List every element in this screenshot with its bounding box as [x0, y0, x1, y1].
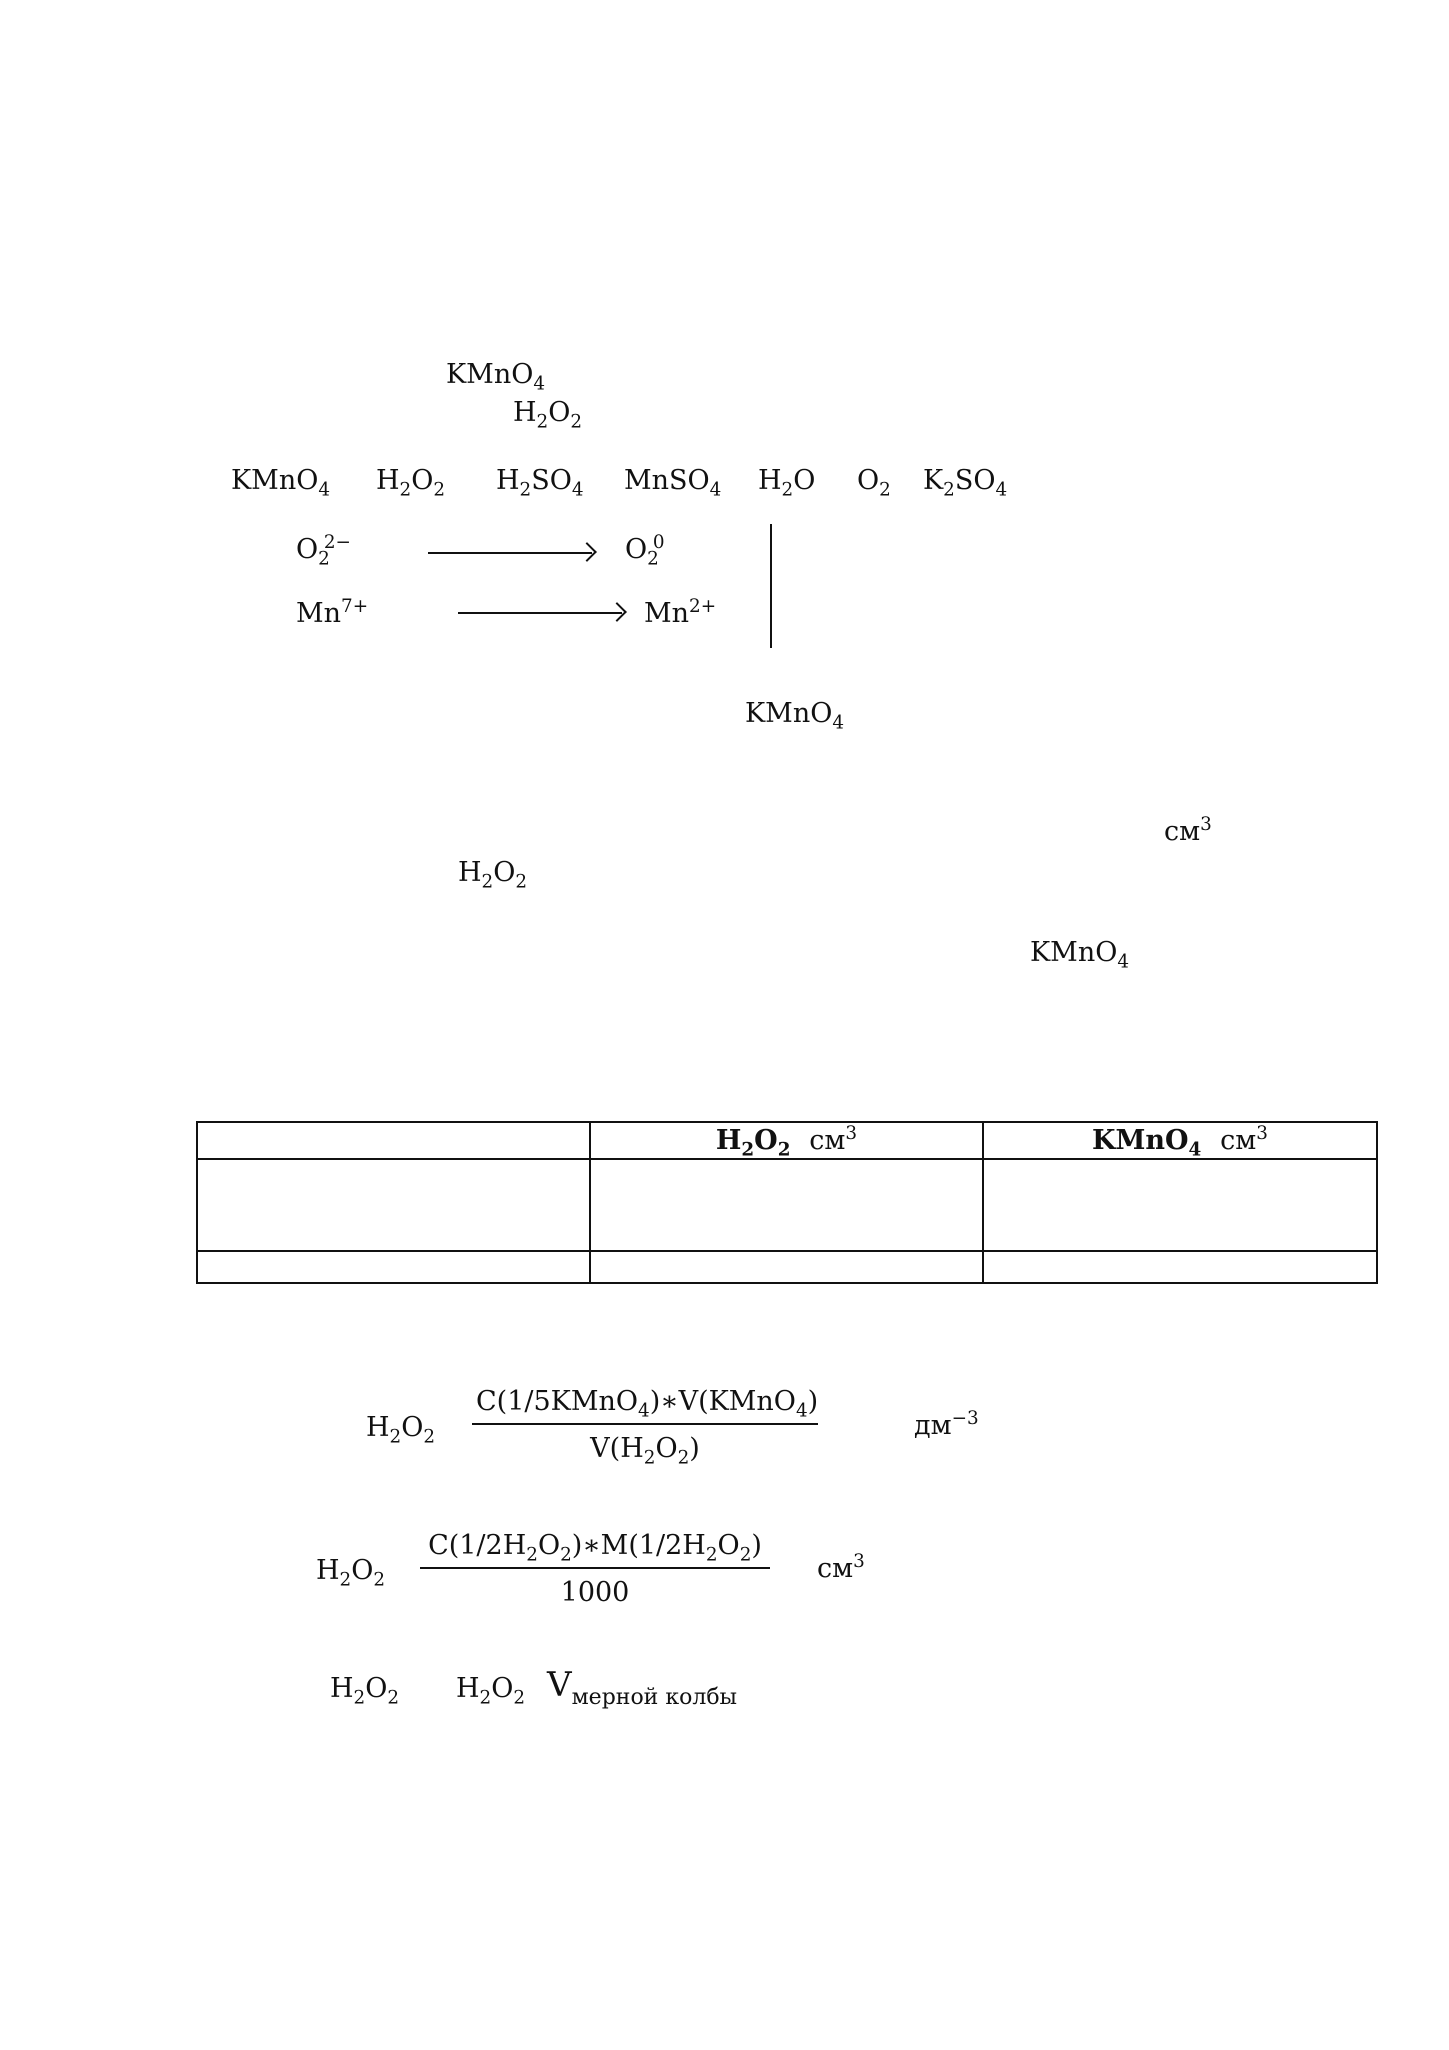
table-cell: [196, 1158, 591, 1252]
formula3-volume: Vмерной колбы: [547, 1665, 738, 1710]
oxidation-left: O22−: [296, 532, 351, 570]
formula2-numerator: C(1/2H2O2)∗M(1/2H2O2): [420, 1530, 770, 1569]
reduction-arrow: [458, 612, 622, 614]
formula1-label: H2O2: [366, 1412, 436, 1448]
reagent-h2so4: H2SO4: [496, 465, 584, 501]
reagent-h2o2: H2O2: [376, 465, 446, 501]
table-row: [196, 1250, 1378, 1284]
table-cell: [589, 1250, 984, 1284]
product-k2so4: K2SO4: [923, 465, 1008, 501]
oxidation-arrow: [428, 552, 592, 554]
balance-divider: [770, 524, 772, 648]
table-header-h2o2: H2O2 см3: [589, 1121, 984, 1160]
product-o2: O2: [857, 465, 891, 501]
reduction-left: Mn7+: [296, 596, 369, 629]
titrant-kmno4: KMnO4: [745, 698, 845, 734]
table-header-cell-1: [196, 1121, 591, 1160]
formula2-denominator: 1000: [560, 1577, 630, 1608]
formula1-denominator: V(H2O2): [590, 1433, 700, 1469]
sample-h2o2: H2O2: [458, 857, 528, 893]
table-header-kmno4: KMnO4 см3: [982, 1121, 1378, 1160]
product-h2o: H2O: [758, 465, 816, 501]
table-cell: [589, 1158, 984, 1252]
top-h2o2-label: H2O2: [513, 397, 583, 433]
results-table: H2O2 см3 KMnO4 см3: [196, 1121, 1378, 1284]
reduction-right: Mn2+: [644, 596, 717, 629]
reagent-kmno4: KMnO4: [231, 465, 331, 501]
table-cell: [982, 1250, 1378, 1284]
formula2-label: H2O2: [316, 1555, 386, 1591]
volume-unit: см3: [1164, 814, 1212, 847]
table-cell: [982, 1158, 1378, 1252]
table-header-row: H2O2 см3 KMnO4 см3: [196, 1121, 1378, 1160]
top-kmno4-label: KMnO4: [446, 359, 546, 395]
burette-kmno4: KMnO4: [1030, 937, 1130, 973]
oxidation-right: O20: [625, 532, 665, 570]
formula1-numerator: C(1/5KMnO4)∗V(KMnO4): [472, 1386, 818, 1425]
table-row: [196, 1158, 1378, 1252]
formula2-fraction: C(1/2H2O2)∗M(1/2H2O2) 1000: [420, 1530, 770, 1608]
formula1-unit: дм−3: [914, 1408, 979, 1441]
formula3-label-a: H2O2: [330, 1673, 400, 1709]
formula1-fraction: C(1/5KMnO4)∗V(KMnO4) V(H2O2): [472, 1386, 818, 1469]
table-cell: [196, 1250, 591, 1284]
product-mnso4: MnSO4: [624, 465, 722, 501]
formula3-label-b: H2O2: [456, 1673, 526, 1709]
formula2-unit: см3: [817, 1551, 865, 1584]
